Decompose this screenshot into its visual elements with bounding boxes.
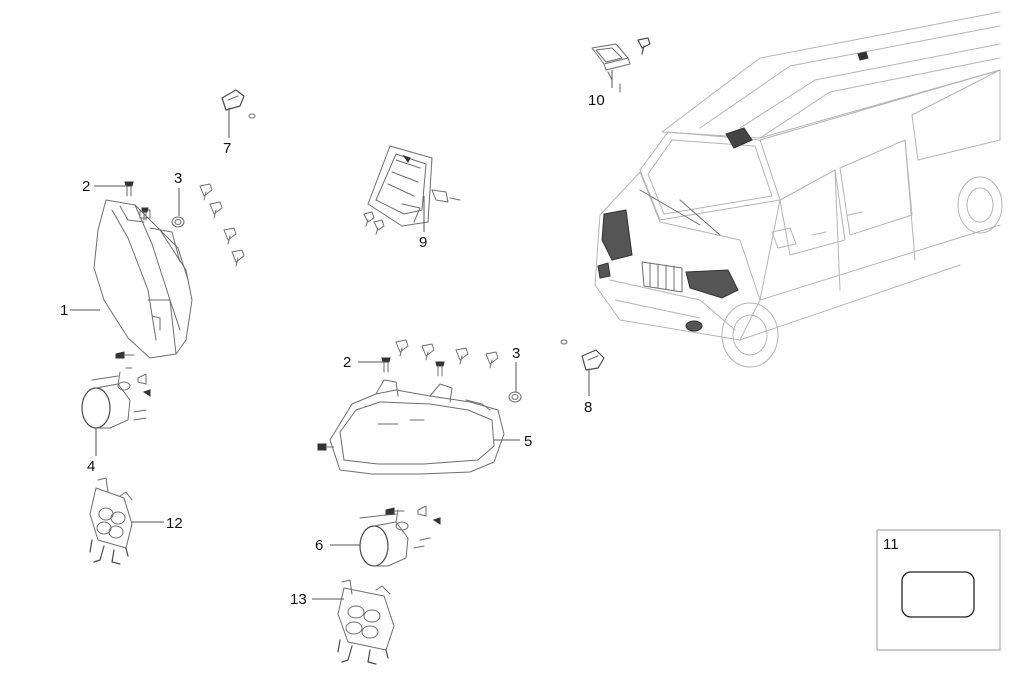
grommet-part-3-right	[508, 391, 522, 403]
callout-4: 4	[87, 458, 95, 475]
callout-10: 10	[588, 92, 605, 109]
callout-5: 5	[524, 433, 532, 450]
inset-part-11	[876, 529, 1001, 651]
right-fog-lamp-part	[359, 505, 441, 567]
left-headlamp-part	[93, 199, 193, 359]
left-fog-bracket-part	[89, 477, 133, 565]
leader-lines	[70, 70, 613, 600]
callout-2-left: 2	[82, 178, 90, 195]
dome-lamp-part-10	[591, 37, 651, 93]
callout-3-right: 3	[512, 345, 520, 362]
callout-labels: 1 2 3 4 5 6 7 8 9 10 11 12 13 2 3	[60, 92, 899, 608]
bulb-clips-left	[199, 183, 245, 267]
grommet-part-3-left	[171, 216, 185, 228]
left-fog-lamp-part	[81, 351, 151, 429]
callout-8: 8	[584, 399, 592, 416]
callout-11: 11	[883, 536, 899, 553]
van-illustration	[594, 11, 1003, 368]
callout-12: 12	[166, 515, 183, 532]
screws-part-2-right	[381, 357, 445, 377]
right-fog-bracket-part	[337, 579, 395, 665]
screws-part-2-left	[124, 181, 149, 221]
side-marker-part-8	[560, 339, 605, 371]
callout-6: 6	[315, 537, 323, 554]
right-headlamp-part	[317, 379, 505, 475]
callout-13: 13	[290, 591, 307, 608]
callout-3-left: 3	[174, 170, 182, 187]
roof-bracket-part-9	[363, 145, 461, 235]
bulb-clips-right	[395, 339, 499, 369]
side-marker-part-7	[221, 89, 256, 119]
callout-1: 1	[60, 302, 68, 319]
callout-9: 9	[419, 234, 427, 251]
callout-2-right: 2	[343, 354, 351, 371]
callout-7: 7	[223, 140, 231, 157]
